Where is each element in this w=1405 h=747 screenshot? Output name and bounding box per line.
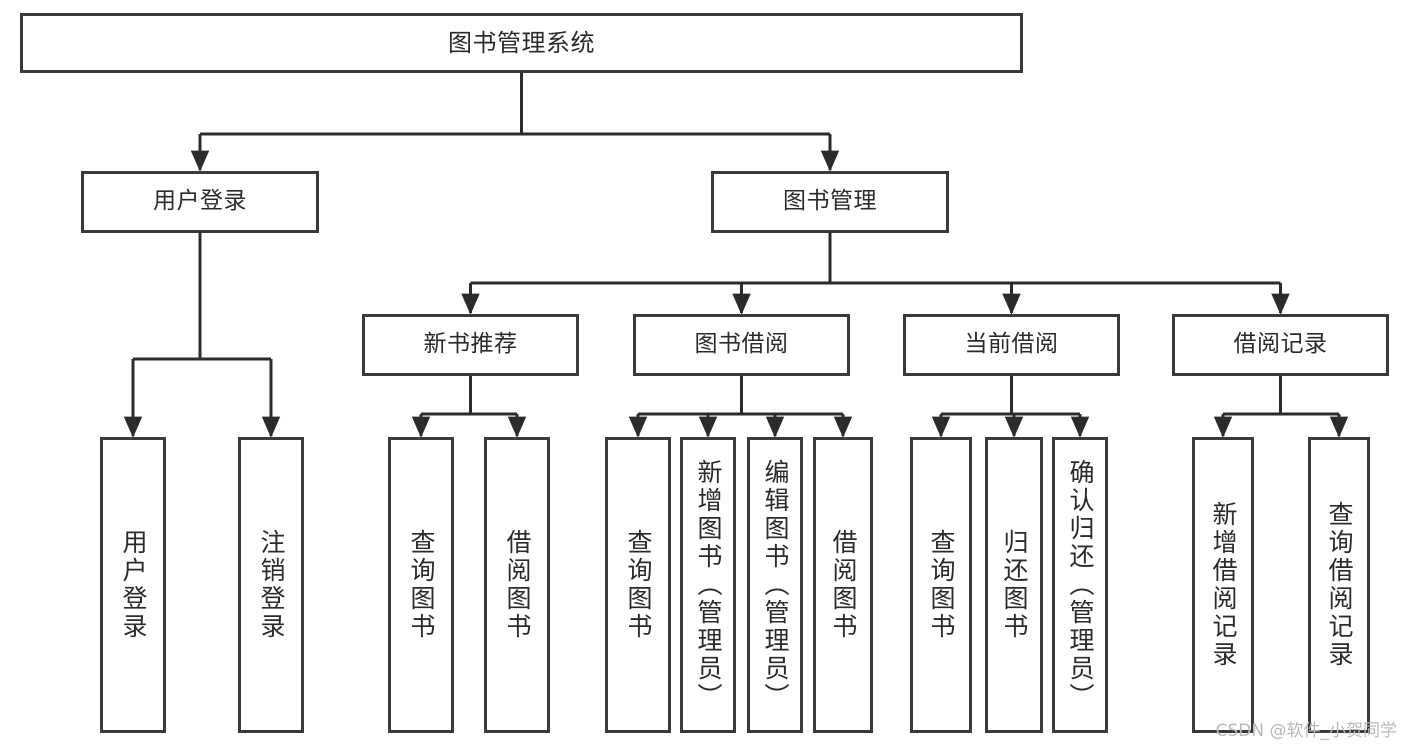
node-label: 确认归还（管理员） — [1066, 459, 1095, 711]
node-label: 查询图书 — [624, 529, 653, 641]
node-label: 图书借阅 — [694, 331, 789, 358]
node-label: 查询借阅记录 — [1325, 501, 1354, 669]
node-new-book-recommend[interactable]: 新书推荐 — [362, 314, 579, 376]
csdn-watermark: CSDN @软件_小贺同学 — [1215, 721, 1397, 741]
node-book-manage[interactable]: 图书管理 — [711, 171, 949, 233]
node-leaf-user-logout[interactable]: 注销登录 — [238, 437, 304, 733]
node-leaf-recommend-query-book[interactable]: 查询图书 — [388, 437, 454, 733]
node-label: 借阅图书 — [829, 529, 858, 641]
node-leaf-current-confirm-return[interactable]: 确认归还（管理员） — [1052, 437, 1108, 733]
node-label: 注销登录 — [257, 529, 286, 641]
node-leaf-record-query[interactable]: 查询借阅记录 — [1308, 437, 1370, 733]
node-label: 编辑图书（管理员） — [761, 459, 790, 711]
node-label: 归还图书 — [1000, 529, 1029, 641]
node-label: 用户登录 — [119, 529, 148, 641]
node-label: 当前借阅 — [964, 331, 1059, 358]
node-label: 借阅记录 — [1233, 331, 1328, 358]
node-label: 新增图书（管理员） — [694, 459, 723, 711]
node-borrow-record[interactable]: 借阅记录 — [1172, 314, 1389, 376]
node-current-borrow[interactable]: 当前借阅 — [903, 314, 1120, 376]
node-root[interactable]: 图书管理系统 — [20, 13, 1023, 73]
node-label: 查询图书 — [927, 529, 956, 641]
node-leaf-record-add[interactable]: 新增借阅记录 — [1192, 437, 1254, 733]
node-label: 新增借阅记录 — [1209, 501, 1238, 669]
node-user-login[interactable]: 用户登录 — [81, 171, 319, 233]
node-label: 图书管理 — [783, 188, 877, 215]
node-label: 新书推荐 — [423, 331, 518, 358]
node-label: 图书管理系统 — [448, 28, 595, 57]
node-leaf-borrow-lend-book[interactable]: 借阅图书 — [813, 437, 873, 733]
node-leaf-borrow-edit-book[interactable]: 编辑图书（管理员） — [747, 437, 803, 733]
node-label: 借阅图书 — [503, 529, 532, 641]
node-leaf-borrow-add-book[interactable]: 新增图书（管理员） — [680, 437, 736, 733]
node-leaf-user-login[interactable]: 用户登录 — [100, 437, 166, 733]
node-label: 用户登录 — [153, 188, 247, 215]
node-label: 查询图书 — [407, 529, 436, 641]
node-leaf-borrow-query-book[interactable]: 查询图书 — [605, 437, 671, 733]
node-leaf-current-return-book[interactable]: 归还图书 — [985, 437, 1043, 733]
node-leaf-recommend-borrow-book[interactable]: 借阅图书 — [484, 437, 550, 733]
node-book-borrow[interactable]: 图书借阅 — [633, 314, 850, 376]
node-leaf-current-query-book[interactable]: 查询图书 — [910, 437, 972, 733]
